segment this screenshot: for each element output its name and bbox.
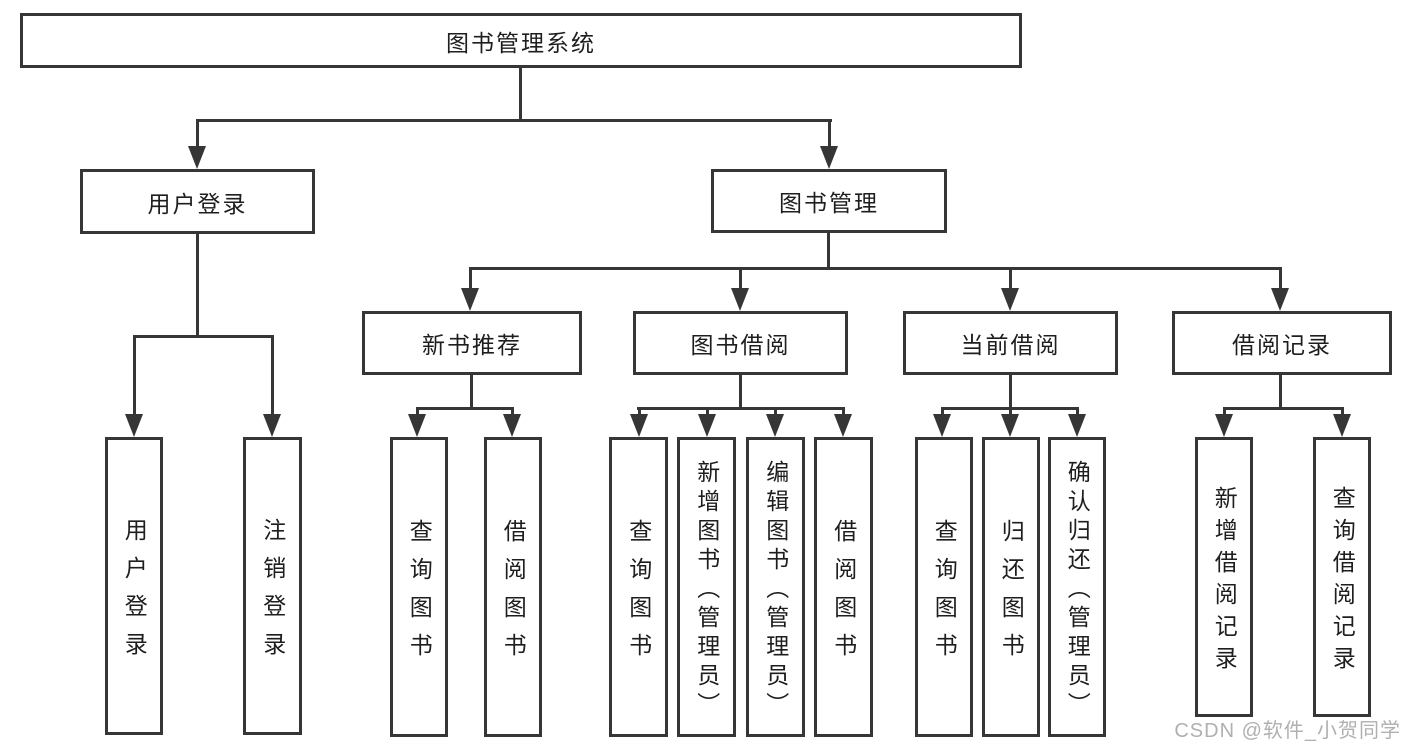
connector-current-child2-stem xyxy=(1009,407,1012,417)
connector-borrow-child2-stem xyxy=(706,407,709,417)
node-new-book-recommend: 新书推荐 xyxy=(362,311,582,375)
leaf-edit-books-admin: 编辑图书（管理员） xyxy=(746,437,805,737)
connector-borrow-down xyxy=(739,375,742,408)
connector-current-child3-stem xyxy=(1076,407,1079,417)
arrow-down-icon xyxy=(766,414,784,437)
node-library-system-label: 图书管理系统 xyxy=(446,29,596,56)
arrow-down-icon xyxy=(731,288,749,311)
connector-borrow-hline xyxy=(637,407,845,410)
leaf-add-borrow-record-label: 新增借阅记录 xyxy=(1211,485,1238,678)
connector-user-down xyxy=(196,234,199,336)
connector-recommend-stem xyxy=(469,267,472,291)
arrow-down-icon xyxy=(698,414,716,437)
leaf-return-books: 归还图书 xyxy=(982,437,1040,737)
node-new-book-recommend-label: 新书推荐 xyxy=(422,332,522,358)
node-current-borrowing: 当前借阅 xyxy=(903,311,1118,375)
leaf-add-books-admin: 新增图书（管理员） xyxy=(677,437,736,737)
arrow-down-icon xyxy=(820,146,838,169)
connector-borrow-child1-stem xyxy=(638,407,641,417)
connector-recommend-child2-stem xyxy=(511,407,514,417)
leaf-return-books-label: 归还图书 xyxy=(998,518,1025,671)
leaf-recommend-query-books-label: 查询图书 xyxy=(406,518,433,671)
connector-borrow-stem xyxy=(739,267,742,291)
connector-recommend-child1-stem xyxy=(416,407,419,417)
leaf-user-login-label: 用户登录 xyxy=(121,517,148,670)
connector-records-child2-stem xyxy=(1341,407,1344,417)
leaf-recommend-borrow-books-label: 借阅图书 xyxy=(500,518,527,671)
connector-user-child1-stem xyxy=(133,335,136,415)
arrow-down-icon xyxy=(1215,414,1233,437)
leaf-user-login: 用户登录 xyxy=(105,437,163,735)
node-borrowing-records: 借阅记录 xyxy=(1172,311,1392,375)
connector-user-child2-stem xyxy=(271,335,274,415)
leaf-current-query-books-label: 查询图书 xyxy=(931,518,958,671)
connector-records-hline xyxy=(1223,407,1343,410)
arrow-down-icon xyxy=(630,414,648,437)
connector-recommend-hline xyxy=(416,407,514,410)
connector-current-child1-stem xyxy=(941,407,944,417)
node-book-management-label: 图书管理 xyxy=(779,190,879,216)
arrow-down-icon xyxy=(503,414,521,437)
connector-book-down xyxy=(827,233,830,270)
connector-root-hline xyxy=(196,119,832,122)
connector-root-stem xyxy=(519,68,522,120)
leaf-add-books-admin-label: 新增图书（管理员） xyxy=(693,459,720,721)
arrow-down-icon xyxy=(408,414,426,437)
arrow-down-icon xyxy=(1001,414,1019,437)
connector-borrow-child3-stem xyxy=(774,407,777,417)
connector-user-stem xyxy=(196,119,199,147)
arrow-down-icon xyxy=(933,414,951,437)
node-user-login: 用户登录 xyxy=(80,169,315,234)
arrow-down-icon xyxy=(125,414,143,437)
connector-records-down xyxy=(1279,375,1282,408)
node-user-login-label: 用户登录 xyxy=(147,190,248,217)
arrow-down-icon xyxy=(1001,288,1019,311)
leaf-borrow-books: 借阅图书 xyxy=(814,437,873,737)
connector-book-hline xyxy=(469,267,1282,270)
leaf-confirm-return-admin: 确认归还（管理员） xyxy=(1048,437,1106,737)
connector-user-hline xyxy=(133,335,274,338)
leaf-borrow-books-label: 借阅图书 xyxy=(830,518,857,671)
csdn-watermark: CSDN @软件_小贺同学 xyxy=(1174,720,1401,742)
arrow-down-icon xyxy=(1068,414,1086,437)
connector-current-down xyxy=(1009,375,1012,408)
leaf-edit-books-admin-label: 编辑图书（管理员） xyxy=(762,459,789,721)
connector-borrow-child4-stem xyxy=(842,407,845,417)
leaf-current-query-books: 查询图书 xyxy=(915,437,973,737)
connector-records-child1-stem xyxy=(1223,407,1226,417)
node-book-borrowing-label: 图书借阅 xyxy=(690,332,791,358)
leaf-recommend-borrow-books: 借阅图书 xyxy=(484,437,542,737)
node-book-borrowing: 图书借阅 xyxy=(633,311,848,375)
arrow-down-icon xyxy=(1333,414,1351,437)
connector-current-stem xyxy=(1009,267,1012,291)
leaf-logout: 注销登录 xyxy=(243,437,302,735)
node-current-borrowing-label: 当前借阅 xyxy=(960,332,1061,358)
leaf-add-borrow-record: 新增借阅记录 xyxy=(1195,437,1253,717)
leaf-logout-label: 注销登录 xyxy=(259,517,286,670)
connector-records-stem xyxy=(1279,267,1282,291)
arrow-down-icon xyxy=(1271,288,1289,311)
connector-book-stem xyxy=(828,119,831,147)
arrow-down-icon xyxy=(834,414,852,437)
leaf-borrow-query-books-label: 查询图书 xyxy=(625,518,652,671)
leaf-query-borrow-record: 查询借阅记录 xyxy=(1313,437,1371,717)
arrow-down-icon xyxy=(188,146,206,169)
leaf-query-borrow-record-label: 查询借阅记录 xyxy=(1329,485,1356,678)
node-borrowing-records-label: 借阅记录 xyxy=(1232,332,1332,358)
arrow-down-icon xyxy=(461,288,479,311)
leaf-recommend-query-books: 查询图书 xyxy=(390,437,448,737)
connector-recommend-down xyxy=(470,375,473,408)
node-library-system: 图书管理系统 xyxy=(20,13,1022,68)
leaf-borrow-query-books: 查询图书 xyxy=(609,437,668,737)
node-book-management: 图书管理 xyxy=(711,169,947,233)
leaf-confirm-return-admin-label: 确认归还（管理员） xyxy=(1064,459,1091,721)
arrow-down-icon xyxy=(263,414,281,437)
